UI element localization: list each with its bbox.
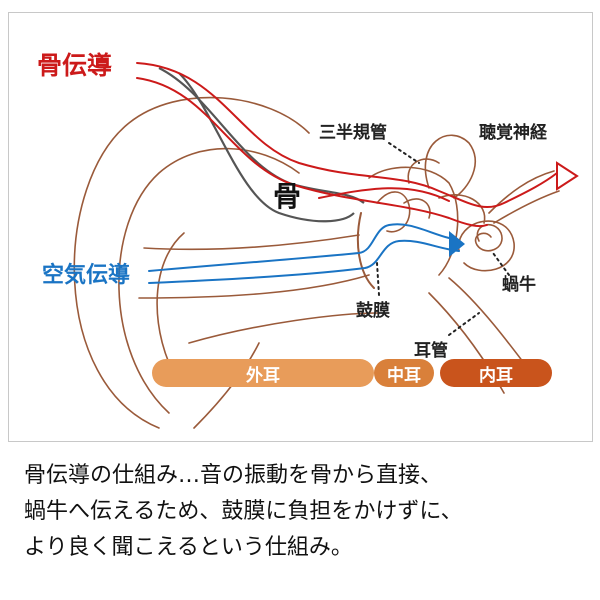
inner-ear-region: 内耳 (440, 359, 552, 387)
bone-conduction-arrowhead (556, 161, 579, 191)
eardrum-leader (376, 262, 380, 296)
ossicle-anvil (403, 198, 431, 219)
auditory-nerve-2 (493, 190, 560, 224)
canal-leader (388, 142, 420, 164)
eardrum-label: 鼓膜 (356, 301, 390, 321)
ear-canal-upper (143, 234, 360, 251)
caption-line-3: より良く聞こえるという仕組み。 (24, 535, 353, 560)
cochlea-outer (458, 220, 515, 272)
cochlea-spiral (474, 223, 503, 252)
outer-ear-region: 外耳 (152, 359, 374, 387)
bone-conduction-path-1 (136, 62, 558, 208)
semicircular-canal-3 (438, 194, 486, 224)
ear-illustration (73, 62, 579, 429)
air-conduction-path-2 (148, 239, 460, 284)
helix-outline (73, 96, 310, 429)
air-conduction-path-1 (148, 223, 450, 272)
air-conduction-arrowhead (449, 231, 465, 257)
air-conduction-label: 空気伝導 (42, 263, 131, 288)
caption-line-2: 蝸牛へ伝えるため、鼓膜に負担をかけずに、 (24, 499, 463, 524)
caption: 骨伝導の仕組み…音の振動を骨から直接、 蝸牛へ伝えるため、鼓膜に負担をかけずに、… (24, 458, 584, 566)
semicircular-canal-2 (407, 158, 440, 184)
semicircular-canals-label: 三半規管 (319, 123, 387, 143)
ear-canal-label: 耳管 (414, 341, 448, 361)
semicircular-canal-1 (424, 134, 476, 199)
bone-conduction-label: 骨伝導 (37, 51, 113, 80)
cochlea-leader (492, 252, 510, 276)
middle-ear-region: 中耳 (374, 359, 434, 387)
bone-conduction-path-2 (136, 77, 488, 228)
auditory-nerve-label: 聴覚神経 (479, 123, 547, 143)
antihelix-outline (118, 147, 300, 414)
bone-label: 骨 (273, 180, 302, 213)
bone-conduction-path-3 (318, 187, 450, 202)
auditory-nerve-1 (488, 170, 555, 214)
bone-outline-lower (178, 72, 355, 223)
caption-line-1: 骨伝導の仕組み…音の振動を骨から直接、 (24, 463, 443, 488)
ear-diagram: 骨伝導 骨 空気伝導 三半規管 聴覚神経 蝸牛 鼓膜 耳管 外耳 中耳 内耳 (8, 12, 593, 442)
ear-canal-lower (138, 274, 370, 299)
cochlea-label: 蝸牛 (502, 275, 536, 295)
ossicle-hammer (376, 191, 411, 233)
eardrum-outline (356, 212, 375, 289)
ear-tube-leader (448, 312, 480, 336)
lobe-outline (193, 342, 260, 429)
ear-canal-floor (188, 312, 380, 344)
